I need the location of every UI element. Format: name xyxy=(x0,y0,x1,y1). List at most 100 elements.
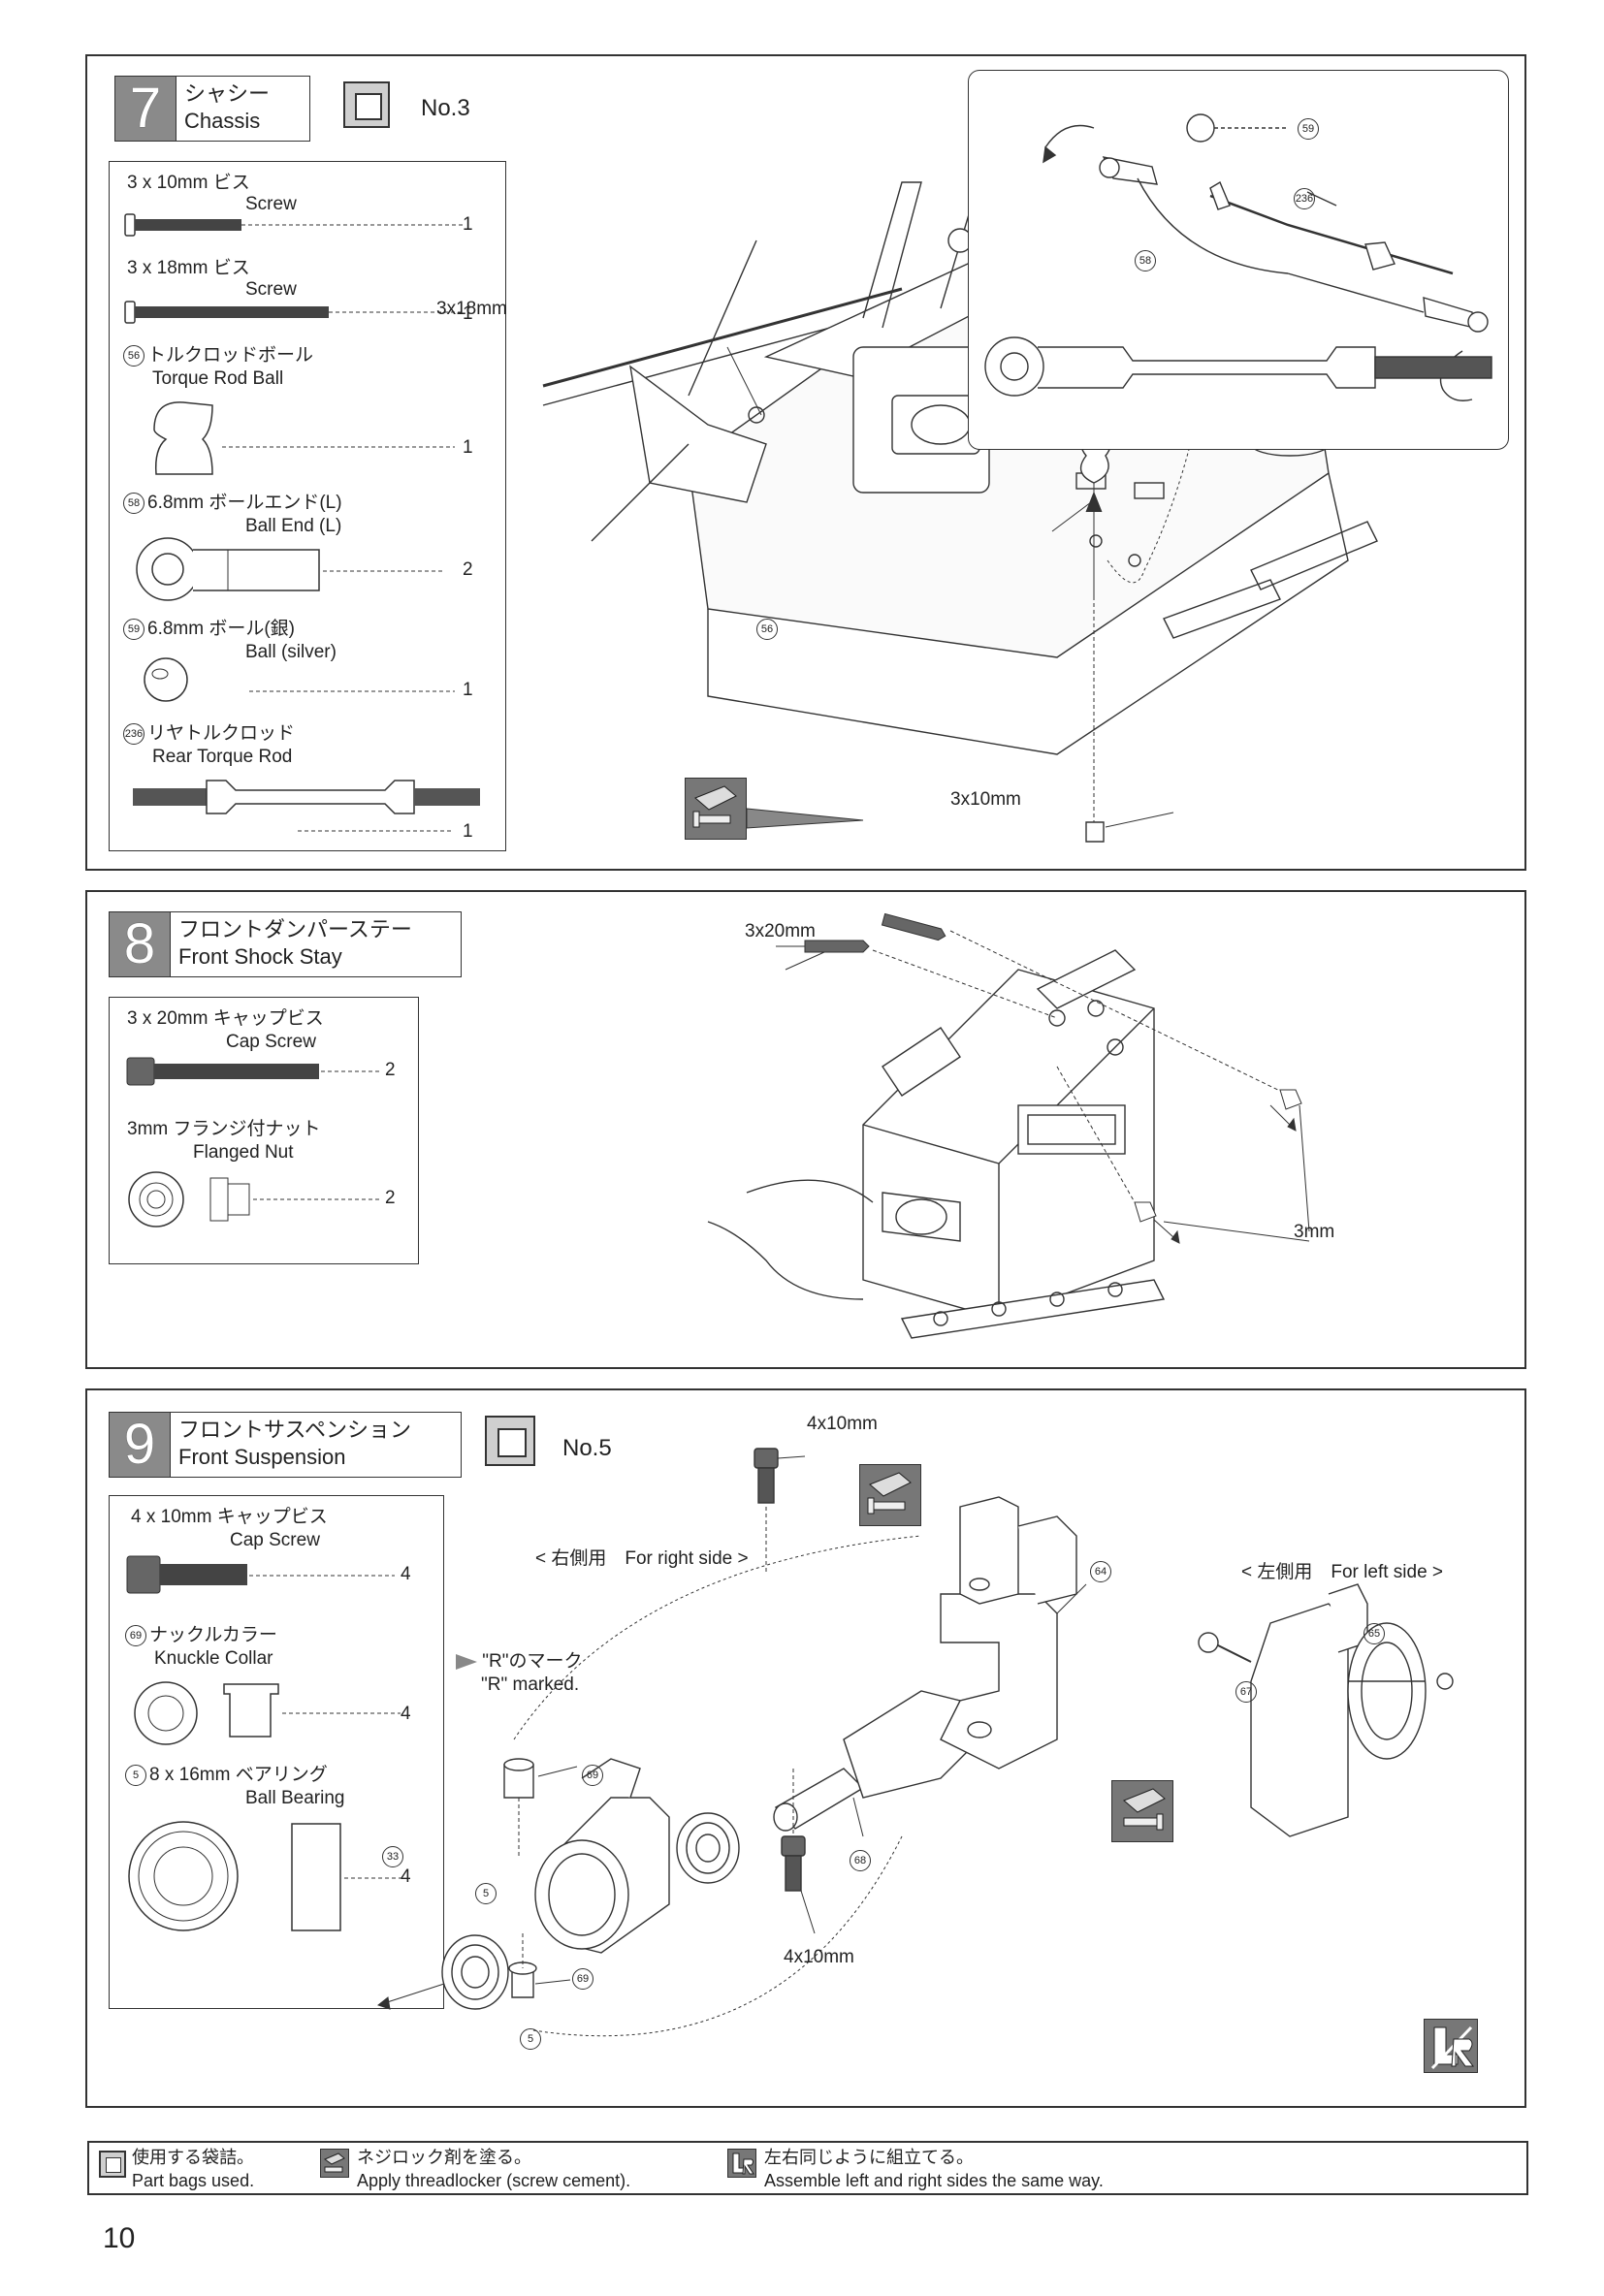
part-name-jp: 3mm フランジ付ナット xyxy=(127,1119,321,1139)
r-mark-en: "R" marked. xyxy=(481,1674,580,1695)
threadlocker-icon xyxy=(1111,1780,1173,1842)
ball-bearing-icon xyxy=(128,1821,402,1931)
part-name-jp: 3 x 20mm キャップビス xyxy=(127,1008,324,1029)
step-title-jp: フロントサスペンション xyxy=(178,1418,412,1442)
arrow-marker-icon xyxy=(456,1653,477,1670)
cap-screw-3x20-icon xyxy=(126,1057,381,1086)
part-number: 5 xyxy=(125,1764,146,1786)
front-suspension-drawing xyxy=(376,1448,1454,2037)
step-9-header: 9 フロントサスペンション Front Suspension xyxy=(109,1412,462,1478)
left-right-icon xyxy=(727,2149,756,2178)
part-quantity: 1 xyxy=(463,437,473,458)
callout-4x10mm-top: 4x10mm xyxy=(807,1414,878,1434)
step-7-parts-list: 3 x 10mm ビス Screw 1 3 x 18mm ビス Screw 1 … xyxy=(109,161,506,851)
step-title-en: Chassis xyxy=(184,109,261,133)
part-quantity: 1 xyxy=(463,680,473,700)
part-name-jp: 4 x 10mm キャップビス xyxy=(131,1507,328,1527)
page-number: 10 xyxy=(103,2222,136,2254)
part-name-en: Ball End (L) xyxy=(245,516,342,536)
flanged-nut-icon xyxy=(128,1171,381,1228)
part-name-en: Torque Rod Ball xyxy=(152,368,284,389)
part-bag-icon xyxy=(99,2151,126,2178)
left-right-icon xyxy=(1424,2019,1478,2073)
part-quantity: 2 xyxy=(385,1060,396,1080)
part-number: 58 xyxy=(123,492,144,514)
callout-part-5: 5 xyxy=(520,2028,541,2050)
step-number: 8 xyxy=(110,912,171,976)
torque-rod-detail-drawing xyxy=(984,113,1492,401)
callout-part-236: 236 xyxy=(1294,188,1315,209)
step-8-parts-list: 3 x 20mm キャップビス Cap Screw 2 3mm フランジ付ナット… xyxy=(109,997,419,1264)
part-number: 59 xyxy=(123,618,144,640)
part-bag-icon xyxy=(485,1416,535,1466)
part-quantity: 1 xyxy=(463,821,473,842)
callout-part-67: 67 xyxy=(1235,1681,1257,1703)
callout-part-69: 69 xyxy=(572,1968,593,1990)
part-name-en: Screw xyxy=(245,279,297,300)
step-7-header: 7 シャシー Chassis xyxy=(114,76,310,142)
r-mark-jp: "R"のマーク xyxy=(482,1651,583,1672)
part-name-jp: 3 x 18mm ビス xyxy=(127,258,250,278)
step-7-section: 7 シャシー Chassis No.3 3 x 10mm ビス Screw 1 … xyxy=(85,54,1526,871)
callout-3x10mm: 3x10mm xyxy=(950,789,1021,810)
callout-part-68: 68 xyxy=(850,1850,871,1871)
screw-3x18-icon xyxy=(124,301,465,324)
ball-silver-icon xyxy=(144,657,455,702)
part-quantity: 4 xyxy=(401,1866,411,1887)
step-title-en: Front Shock Stay xyxy=(178,944,342,969)
part-name-jp: トルクロッドボール xyxy=(147,345,314,366)
callout-part-64: 64 xyxy=(1090,1561,1111,1582)
legend-lr-en: Assemble left and right sides the same w… xyxy=(764,2171,1104,2190)
part-quantity: 1 xyxy=(463,303,473,324)
left-side-label: < 左側用 For left side > xyxy=(1241,1562,1444,1582)
part-quantity: 4 xyxy=(401,1704,411,1724)
legend-bag-en: Part bags used. xyxy=(132,2171,255,2190)
part-name-en: Screw xyxy=(245,194,297,214)
callout-part-65: 65 xyxy=(1363,1623,1385,1644)
step-9-section: 9 フロントサスペンション Front Suspension No.5 4 x … xyxy=(85,1388,1526,2108)
torque-rod-ball-icon xyxy=(153,401,455,475)
callout-3x18mm: 3x18mm xyxy=(436,299,507,319)
callout-part-33: 33 xyxy=(382,1846,403,1867)
step-8-section: 8 フロントダンパーステー Front Shock Stay 3 x 20mm … xyxy=(85,890,1526,1369)
part-name-jp: 6.8mm ボールエンド(L) xyxy=(147,493,342,513)
front-shock-stay-drawing xyxy=(707,912,1310,1339)
bag-label: No.3 xyxy=(421,95,470,121)
callout-4x10mm-bottom: 4x10mm xyxy=(784,1947,854,1967)
callout-3x20mm: 3x20mm xyxy=(745,921,816,941)
part-name-en: Cap Screw xyxy=(226,1032,316,1052)
part-name-en: Flanged Nut xyxy=(193,1142,294,1163)
step-title-jp: シャシー xyxy=(184,81,271,106)
threadlocker-icon xyxy=(320,2149,349,2178)
step-number: 9 xyxy=(110,1413,171,1477)
part-name-jp: 8 x 16mm ベアリング xyxy=(149,1765,328,1785)
part-name-en: Rear Torque Rod xyxy=(152,747,293,767)
part-quantity: 1 xyxy=(463,214,473,235)
ball-end-icon xyxy=(136,537,445,601)
legend-bar: 使用する袋詰。 Part bags used. ネジロック剤を塗る。 Apply… xyxy=(87,2141,1528,2195)
callout-3mm: 3mm xyxy=(1294,1222,1335,1242)
step-title-jp: フロントダンパーステー xyxy=(178,917,412,941)
part-name-en: Ball Bearing xyxy=(245,1788,345,1808)
part-name-jp: 6.8mm ボール(銀) xyxy=(147,619,296,639)
part-name-jp: リヤトルクロッド xyxy=(147,723,296,744)
right-side-label: < 右側用 For right side > xyxy=(535,1548,749,1569)
knuckle-collar-icon xyxy=(134,1681,401,1745)
part-number: 56 xyxy=(123,344,144,367)
callout-part-56: 56 xyxy=(756,619,778,640)
part-name-jp: ナックルカラー xyxy=(149,1625,277,1645)
legend-bag-jp: 使用する袋詰。 xyxy=(132,2148,254,2167)
threadlocker-icon xyxy=(685,778,747,840)
part-quantity: 2 xyxy=(385,1188,396,1208)
legend-lock-jp: ネジロック剤を塗る。 xyxy=(357,2148,531,2167)
rear-torque-rod-icon xyxy=(133,780,480,832)
screw-3x10-icon xyxy=(124,213,465,237)
step-title-en: Front Suspension xyxy=(178,1445,346,1469)
bag-label: No.5 xyxy=(562,1435,612,1461)
callout-part-69: 69 xyxy=(582,1765,603,1786)
callout-part-58: 58 xyxy=(1135,250,1156,271)
part-quantity: 4 xyxy=(401,1564,411,1584)
step-number: 7 xyxy=(115,77,176,141)
part-name-jp: 3 x 10mm ビス xyxy=(127,173,250,193)
